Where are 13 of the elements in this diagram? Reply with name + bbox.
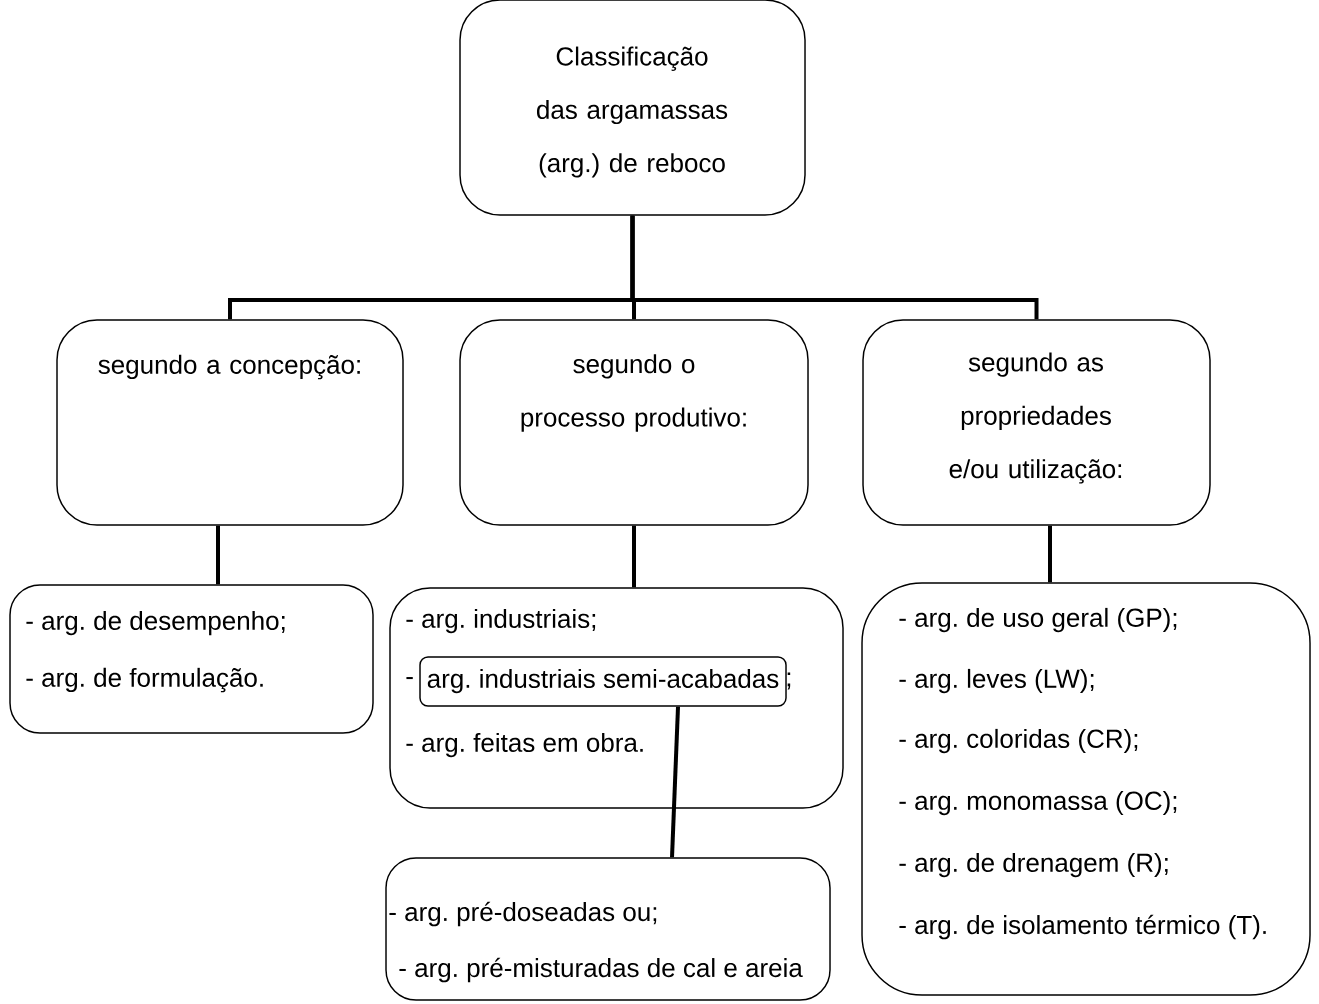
connector-line xyxy=(670,706,680,858)
list-box: - arg. de desempenho; - arg. de formulação. xyxy=(9,584,374,734)
item-box: arg. industriais semi-acabadas xyxy=(419,656,787,707)
category-box: segundo as propriedades e/ou utilização: xyxy=(862,319,1211,526)
list-box: - arg. pré-doseadas ou; - arg. pré-misturadas de cal e areia xyxy=(385,857,831,1001)
connector-line xyxy=(632,525,636,588)
connector-line xyxy=(630,215,1039,320)
connector-line xyxy=(216,525,220,585)
list-box: - arg. de uso geral (GP); - arg. leves (LW); - arg. coloridas (CR); - arg. monomassa (OC); - arg. de drenagem (R); - arg. de isolamento térmico (T). xyxy=(861,582,1311,996)
category-box: segundo o processo produtivo: xyxy=(459,319,809,526)
category-box: segundo a concepção: xyxy=(56,319,404,526)
connector-line xyxy=(1048,525,1052,583)
title-box: Classificação das argamassas (arg.) de reboco xyxy=(459,0,806,216)
